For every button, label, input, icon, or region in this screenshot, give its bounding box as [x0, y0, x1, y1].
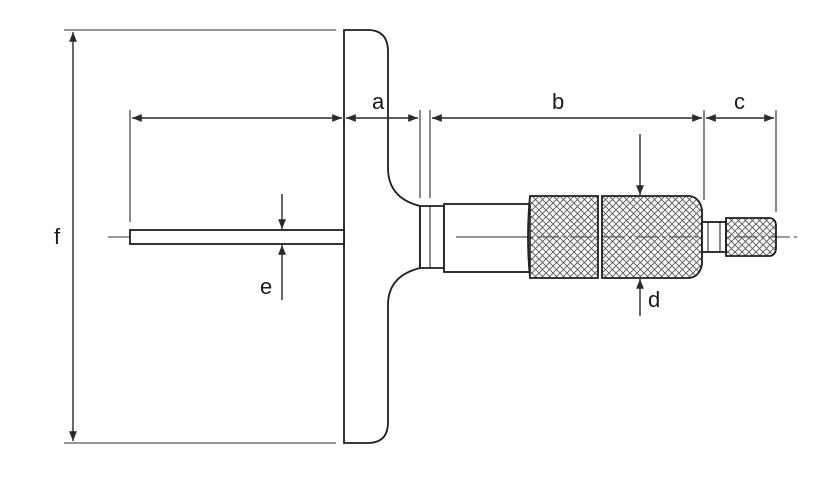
thimble-right: [601, 195, 703, 279]
ratchet-knob: [725, 217, 777, 257]
barrel: [443, 203, 531, 273]
b-label: b: [552, 89, 564, 114]
c-label: c: [734, 89, 745, 114]
d-label: d: [648, 287, 660, 312]
ratchet-neck: [701, 221, 727, 253]
e-label: e: [260, 274, 272, 299]
sleeve: [419, 205, 445, 269]
f-label: f: [54, 224, 61, 249]
a-label: a: [372, 89, 385, 114]
thimble-left: [527, 195, 599, 279]
measuring-rod: [129, 229, 345, 245]
